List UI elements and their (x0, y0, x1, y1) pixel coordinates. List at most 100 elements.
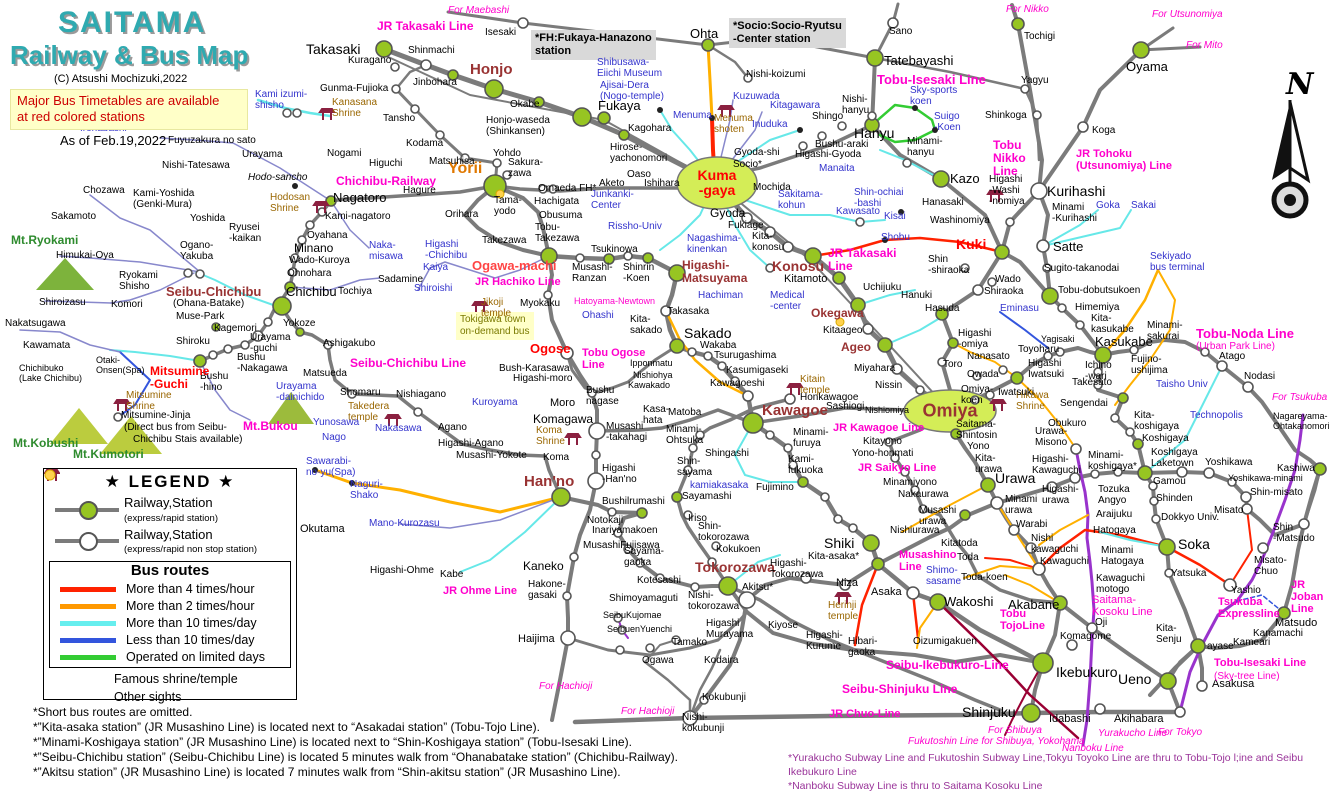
station[interactable] (460, 153, 470, 163)
express-station[interactable] (447, 69, 459, 81)
express-station[interactable] (272, 296, 292, 316)
express-station[interactable] (1132, 438, 1144, 450)
express-station[interactable] (850, 297, 866, 313)
station[interactable] (741, 212, 753, 224)
station[interactable] (695, 430, 705, 440)
station[interactable] (1094, 703, 1106, 715)
station[interactable] (292, 108, 302, 118)
express-station[interactable] (947, 337, 959, 349)
station[interactable] (1113, 467, 1123, 477)
station[interactable] (1174, 706, 1186, 718)
station[interactable] (645, 643, 655, 653)
station[interactable] (1043, 351, 1053, 361)
station[interactable] (900, 467, 910, 477)
station[interactable] (742, 390, 754, 402)
station[interactable] (617, 625, 627, 635)
express-station[interactable] (671, 491, 683, 503)
station[interactable] (548, 184, 558, 194)
station[interactable] (918, 504, 928, 514)
station[interactable] (1257, 542, 1269, 554)
station[interactable] (855, 217, 865, 227)
express-station[interactable] (540, 247, 558, 265)
station[interactable] (435, 130, 445, 140)
station[interactable] (1046, 481, 1058, 493)
station[interactable] (1164, 568, 1174, 578)
station[interactable] (1020, 84, 1030, 94)
express-station[interactable] (950, 428, 962, 440)
express-station[interactable] (866, 49, 884, 67)
stop-dot[interactable] (709, 115, 715, 121)
station[interactable] (1032, 562, 1046, 576)
express-station[interactable] (618, 129, 630, 141)
station[interactable] (305, 220, 315, 230)
station[interactable] (1176, 466, 1188, 478)
station[interactable] (683, 465, 693, 475)
station[interactable] (587, 472, 605, 490)
express-station[interactable] (932, 170, 950, 188)
stop-dot[interactable] (882, 237, 888, 243)
station[interactable] (970, 395, 980, 405)
station[interactable] (1223, 578, 1237, 592)
stop-dot[interactable] (292, 183, 298, 189)
station[interactable] (1216, 360, 1228, 372)
major-city-station[interactable] (676, 156, 758, 210)
express-station[interactable] (832, 271, 846, 285)
station[interactable] (390, 62, 400, 72)
express-station[interactable] (1190, 638, 1206, 654)
station[interactable] (502, 170, 512, 180)
station[interactable] (683, 510, 693, 520)
station[interactable] (1075, 320, 1085, 330)
express-station[interactable] (572, 107, 592, 127)
express-station[interactable] (1117, 392, 1129, 404)
station[interactable] (297, 235, 307, 245)
station[interactable] (560, 346, 574, 360)
station[interactable] (972, 284, 984, 296)
station[interactable] (613, 613, 623, 623)
station[interactable] (1196, 680, 1208, 692)
express-station[interactable] (533, 96, 545, 108)
station[interactable] (223, 344, 233, 354)
express-station[interactable] (994, 244, 1010, 260)
station[interactable] (1070, 443, 1082, 455)
stop-dot[interactable] (312, 467, 318, 473)
station[interactable] (1125, 427, 1135, 437)
station[interactable] (183, 268, 193, 278)
station[interactable] (290, 253, 300, 263)
station[interactable] (800, 572, 812, 584)
station[interactable] (615, 645, 625, 655)
station[interactable] (783, 443, 793, 453)
station[interactable] (263, 317, 273, 327)
station[interactable] (937, 357, 947, 367)
station[interactable] (1069, 472, 1081, 484)
station[interactable] (1200, 347, 1210, 357)
stop-dot[interactable] (797, 127, 803, 133)
station[interactable] (1227, 477, 1237, 487)
stop-dot[interactable] (932, 127, 938, 133)
station[interactable] (517, 17, 529, 29)
station[interactable] (1151, 514, 1161, 524)
station[interactable] (1110, 413, 1120, 423)
express-station[interactable] (1313, 462, 1327, 476)
station[interactable] (764, 226, 776, 238)
station[interactable] (998, 365, 1008, 375)
station[interactable] (817, 131, 827, 141)
express-station[interactable] (642, 252, 654, 264)
station[interactable] (1086, 622, 1098, 634)
station[interactable] (906, 586, 920, 600)
station[interactable] (252, 330, 264, 342)
station[interactable] (492, 158, 502, 168)
station[interactable] (1093, 367, 1103, 377)
station[interactable] (960, 263, 970, 273)
station[interactable] (848, 523, 858, 533)
station[interactable] (113, 412, 123, 422)
station[interactable] (987, 277, 997, 287)
station[interactable] (1241, 503, 1253, 515)
express-station[interactable] (877, 337, 893, 353)
station[interactable] (703, 351, 713, 361)
station[interactable] (839, 579, 851, 591)
express-station[interactable] (375, 40, 393, 58)
station[interactable] (884, 437, 894, 447)
station[interactable] (607, 507, 617, 517)
station[interactable] (699, 695, 709, 705)
station[interactable] (687, 347, 697, 357)
